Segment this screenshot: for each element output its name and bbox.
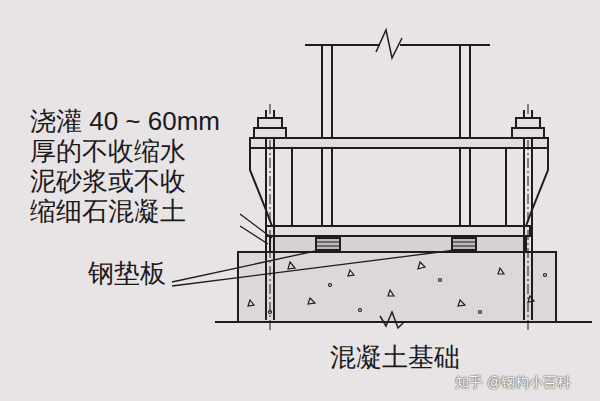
traverse-plate	[250, 138, 548, 148]
grout-layer	[270, 236, 526, 252]
nut	[254, 118, 544, 138]
gusset	[506, 148, 548, 226]
break-symbol	[380, 312, 404, 328]
aggregate	[248, 262, 547, 314]
foundation-label: 混凝土基础	[330, 342, 460, 372]
gusset	[250, 148, 292, 226]
shim-label: 钢垫板	[88, 258, 166, 288]
base-plate	[266, 226, 530, 236]
watermark: 知乎 @钢构小百科	[455, 373, 571, 391]
concrete-foundation	[238, 252, 556, 322]
steel-column	[305, 30, 490, 226]
grout-note: 浇灌 40 ~ 60mm 厚的不收缩水 泥砂浆或不收 缩细石混凝土	[30, 106, 235, 226]
steel-shim	[316, 238, 476, 250]
anchor-bolt	[266, 104, 532, 330]
leader-line	[172, 214, 456, 286]
